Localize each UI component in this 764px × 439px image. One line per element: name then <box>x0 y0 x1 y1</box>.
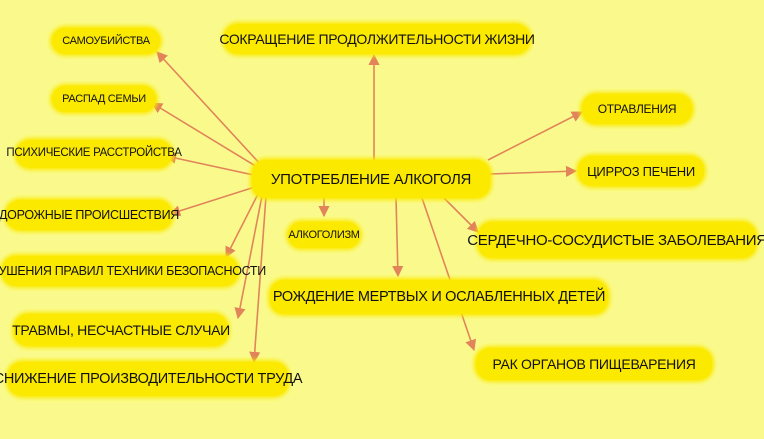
arrow-to-injuries <box>234 195 263 320</box>
arrow-to-safety-violations <box>225 193 259 258</box>
node-road-accidents: ДОРОЖНЫЕ ПРОИСШЕСТВИЯ <box>0 200 179 230</box>
node-family-breakup: РАСПАД СЕМЬИ <box>52 86 156 112</box>
node-suicide: САМОУБИЙСТВА <box>52 28 160 54</box>
arrow-to-cirrhosis <box>489 165 578 177</box>
arrow-to-suicide <box>156 51 263 167</box>
node-alcoholism: АЛКОГОЛИЗМ <box>288 222 360 248</box>
node-stillbirth: РОЖДЕНИЕ МЕРТВЫХ И ОСЛАБЛЕННЫХ ДЕТЕЙ <box>270 280 608 314</box>
node-safety-violations: НАРУШЕНИЯ ПРАВИЛ ТЕХНИКИ БЕЗОПАСНОСТИ <box>0 256 266 286</box>
arrow-to-poisoning <box>487 111 583 161</box>
arrows <box>151 51 583 364</box>
node-cirrhosis: ЦИРРОЗ ПЕЧЕНИ <box>578 156 704 186</box>
node-poisoning: ОТРАВЛЕНИЯ <box>582 94 692 124</box>
arrow-to-stillbirth <box>392 197 404 278</box>
arrow-to-digestive-cancer <box>421 197 477 352</box>
node-digestive-cancer: РАК ОРГАНОВ ПИЩЕВАРЕНИЯ <box>476 348 712 380</box>
arrow-to-road-accidents <box>168 185 259 217</box>
arrow-to-family-breakup <box>151 102 263 171</box>
node-life-expectancy: СОКРАЩЕНИЕ ПРОДОЛЖИТЕЛЬНОСТИ ЖИЗНИ <box>219 24 535 54</box>
node-injuries: ТРАВМЫ, НЕСЧАСТНЫЕ СЛУЧАИ <box>12 314 230 346</box>
node-cardiovascular: СЕРДЕЧНО-СОСУДИСТЫЕ ЗАБОЛЕВАНИЯ <box>467 222 764 258</box>
node-productivity: СНИЖЕНИЕ ПРОИЗВОДИТЕЛЬНОСТИ ТРУДА <box>0 362 303 396</box>
arrow-to-mental-disorders <box>164 152 259 177</box>
node-mental-disorders: ПСИХИЧЕСКИЕ РАССТРОЙСТВА <box>6 140 182 168</box>
arrow-to-productivity <box>249 195 267 364</box>
arrow-to-cardiovascular <box>443 197 479 233</box>
center-node: УПОТРЕБЛЕНИЕ АЛКОГОЛЯ <box>252 160 490 198</box>
